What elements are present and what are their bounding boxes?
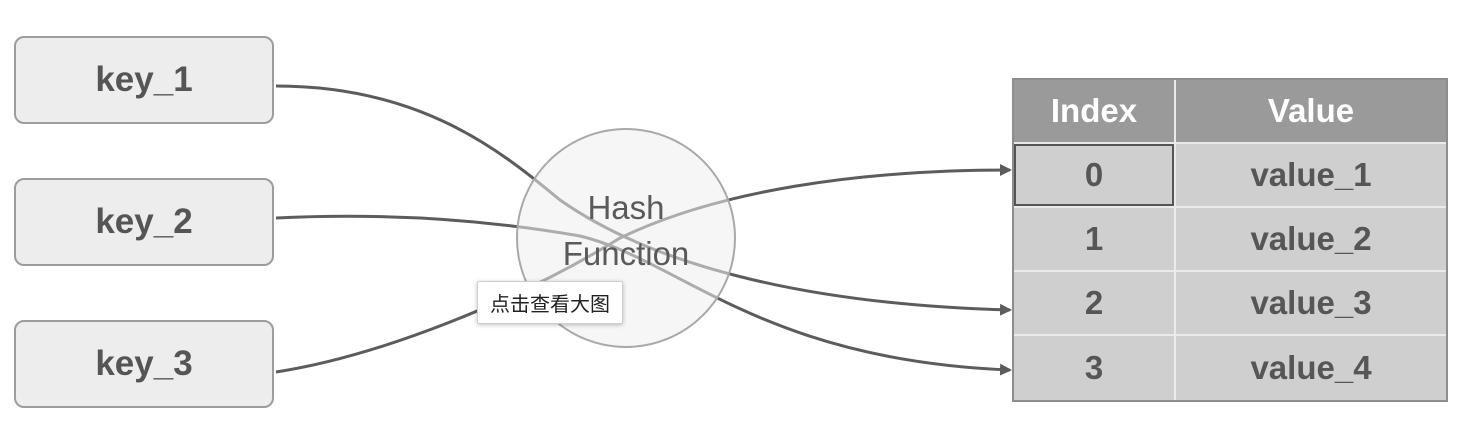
table-row: 1 value_2 [1014,208,1446,272]
table-header-index: Index [1014,80,1176,144]
key-box-3: key_3 [14,320,274,408]
table-row: 2 value_3 [1014,272,1446,336]
hash-function-label-line2: Function [562,235,690,272]
table-cell-index: 0 [1014,144,1176,208]
table-cell-index: 2 [1014,272,1176,336]
table-cell-index: 1 [1014,208,1176,272]
table-cell-value: value_1 [1176,144,1446,208]
table-row: 3 value_4 [1014,336,1446,400]
hash-function-label-line1: Hash [587,189,665,227]
table-cell-index: 3 [1014,336,1176,400]
table-cell-value: value_4 [1250,349,1372,386]
table-header-value: Value [1176,80,1446,144]
table-row: 0 value_1 [1014,144,1446,208]
table-cell-value: value_2 [1176,208,1446,272]
view-large-image-tooltip[interactable]: 点击查看大图 [477,281,623,324]
key-box-1: key_1 [14,36,274,124]
table-cell-value: value_3 [1176,272,1446,336]
key-box-2: key_2 [14,178,274,266]
table-header-row: Index Value [1014,80,1446,144]
hash-table: Index Value 0 value_1 1 value_2 2 value_… [1012,78,1448,402]
